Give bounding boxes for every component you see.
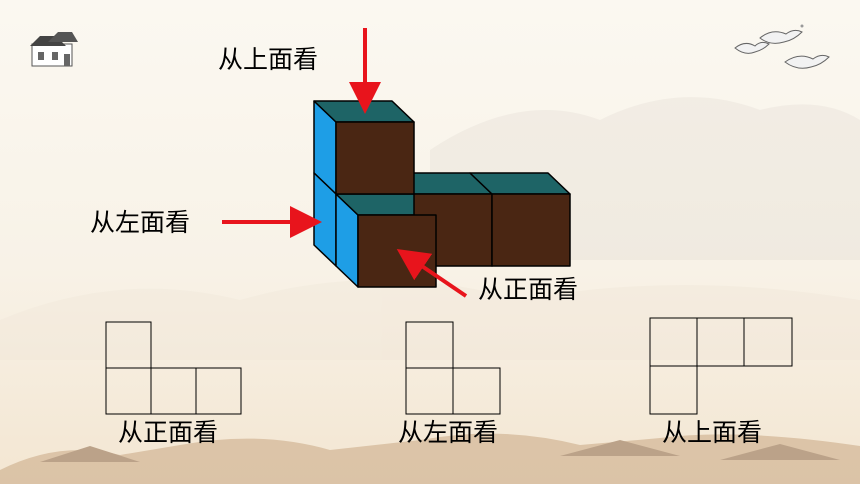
cube-front-face-right [491,193,571,267]
label-from-top: 从上面看 [218,45,319,74]
caption-top-view: 从上面看 [662,418,763,447]
front-view-grid [105,321,242,415]
cube-stack [313,100,571,288]
crane-birds-icon [734,24,830,69]
arrow-from-front [396,249,468,298]
palace-roof-background [0,433,860,484]
house-icon [30,32,78,67]
cube-front-face-front [357,214,437,288]
caption-left-view: 从左面看 [398,418,499,447]
caption-front-view: 从正面看 [118,418,219,447]
label-from-front: 从正面看 [478,275,579,304]
cube-front-face-upper [335,121,415,195]
label-from-left: 从左面看 [90,208,191,237]
left-view-grid [405,321,501,415]
top-view-grid [649,317,793,415]
